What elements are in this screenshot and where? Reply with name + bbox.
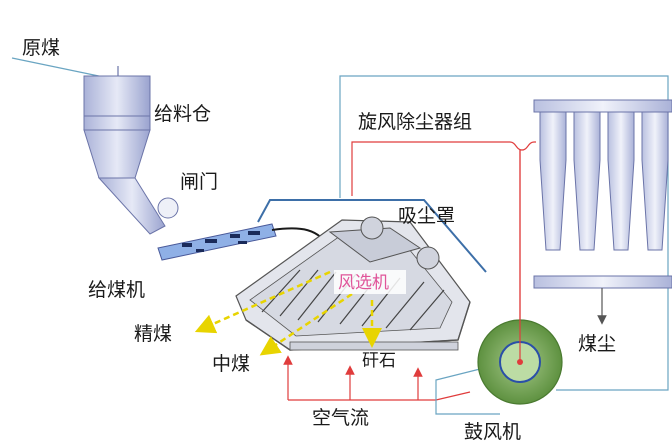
feeder-label: 给煤机 bbox=[88, 279, 145, 301]
middling-label: 中煤 bbox=[212, 353, 250, 375]
feed-bin bbox=[83, 75, 179, 235]
gangue-label: 矸石 bbox=[362, 351, 396, 371]
cyclone-group-label: 旋风除尘器组 bbox=[358, 111, 472, 133]
cyclone-group bbox=[533, 99, 672, 325]
gate-label: 闸门 bbox=[180, 171, 218, 193]
blower bbox=[477, 150, 563, 405]
air-separator-label: 风选机 bbox=[338, 273, 389, 293]
raw-coal-label: 原煤 bbox=[22, 37, 60, 59]
coal-dust-label: 煤尘 bbox=[578, 333, 616, 355]
clean-coal-label: 精煤 bbox=[134, 323, 172, 345]
air-flow-label: 空气流 bbox=[312, 407, 369, 429]
product-arrows bbox=[194, 270, 382, 356]
dust-hood bbox=[257, 199, 487, 273]
dust-hood-label: 吸尘罩 bbox=[398, 205, 455, 227]
coal-feeder bbox=[157, 223, 331, 261]
feed-bin-label: 给料仓 bbox=[154, 103, 211, 125]
blower-label: 鼓风机 bbox=[464, 421, 521, 443]
duct-lines bbox=[339, 75, 669, 415]
